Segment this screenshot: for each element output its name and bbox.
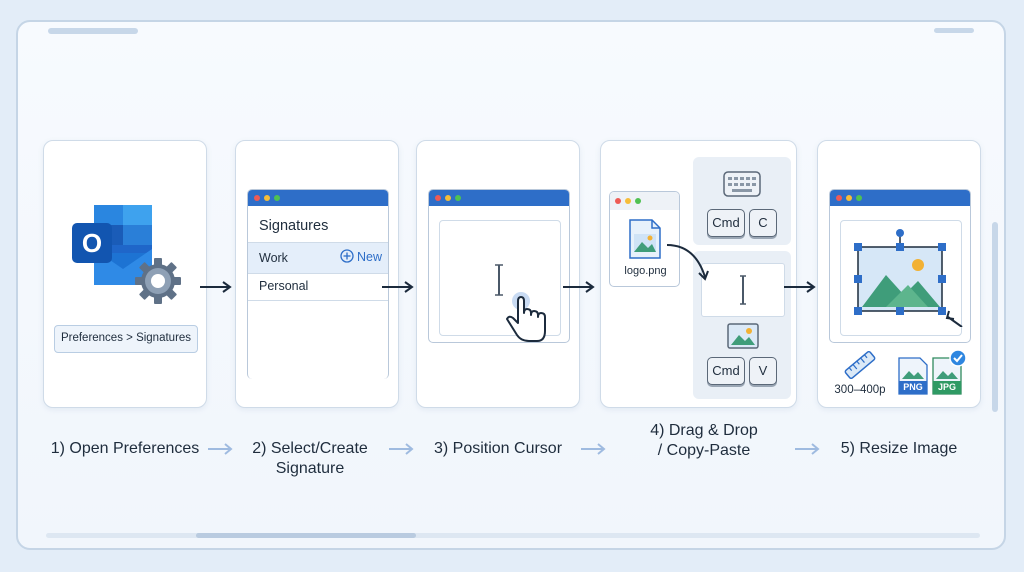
horizontal-scrollbar-thumb[interactable] <box>196 533 416 538</box>
step2-label: 2) Select/Create Signature <box>252 440 368 477</box>
new-signature-button[interactable]: New <box>339 249 382 264</box>
horizontal-scrollbar[interactable] <box>46 533 980 538</box>
step3-label: 3) Position Cursor <box>433 440 563 457</box>
step3-card <box>416 140 580 408</box>
label-arrow-3 <box>581 443 606 455</box>
copy-shortcut-panel: Cmd C <box>693 157 791 245</box>
preferences-menu-path[interactable]: Preferences > Signatures <box>54 325 198 353</box>
step4-card: logo.png Cmd C Cmd V <box>600 140 797 408</box>
step1-label: 1) Open Preferences <box>50 440 200 457</box>
signatures-title: Signatures <box>259 218 329 234</box>
step5-label: 5) Resize Image <box>840 440 958 457</box>
ruler-icon <box>844 351 876 379</box>
step4-label: 4) Drag & Drop / Copy-Paste <box>650 422 758 459</box>
label-arrow-2 <box>389 443 414 455</box>
window-titlebar <box>610 192 679 210</box>
label-arrow-4 <box>795 443 820 455</box>
step5-card: 300–400p PNG JPG <box>817 140 981 408</box>
cmd-key: Cmd <box>707 209 745 237</box>
keyboard-icon <box>723 171 761 197</box>
gear-icon <box>135 258 181 304</box>
drop-target-area[interactable] <box>701 263 785 317</box>
cmd-key: Cmd <box>707 357 745 385</box>
size-hint-label: 300–400p <box>834 384 886 396</box>
svg-text:O: O <box>82 228 102 258</box>
flow-arrow-2 <box>382 281 414 293</box>
signature-item-label: Personal <box>259 279 309 293</box>
diagonal-resize-icon <box>945 310 963 327</box>
image-icon <box>727 323 759 349</box>
flow-arrow-3 <box>563 281 595 293</box>
text-cursor-icon <box>495 264 503 296</box>
step1-card: O Preferences > Signatures <box>43 140 207 408</box>
step2-card: Signatures Work New Personal <box>235 140 399 408</box>
window-titlebar <box>248 190 388 206</box>
frame-tab-decoration <box>48 28 138 34</box>
window-titlebar <box>830 190 970 206</box>
file-window: logo.png <box>609 191 680 287</box>
resize-handles <box>854 243 946 315</box>
vertical-scrollbar[interactable] <box>992 222 998 412</box>
paste-shortcut-panel: Cmd V <box>693 251 791 399</box>
jpg-format-icon: JPG <box>932 357 962 395</box>
png-format-icon: PNG <box>898 357 928 395</box>
label-arrow-1 <box>208 443 233 455</box>
signature-text-area[interactable] <box>439 220 561 336</box>
signature-text-area[interactable] <box>840 220 962 336</box>
signature-item-work[interactable]: Work New <box>248 242 388 274</box>
checkmark-badge-icon <box>949 349 967 367</box>
resizable-image[interactable] <box>848 227 968 327</box>
flow-arrow-1 <box>200 281 232 293</box>
editor-window <box>428 189 570 343</box>
text-cursor-icon <box>740 275 746 305</box>
frame-tab-decoration-right <box>934 28 974 33</box>
file-name-label: logo.png <box>624 265 667 277</box>
signature-item-label: Work <box>259 251 288 265</box>
flow-arrow-4 <box>784 281 816 293</box>
hand-pointer-icon <box>495 264 546 342</box>
window-titlebar <box>429 190 569 206</box>
signature-item-personal[interactable]: Personal <box>248 272 388 301</box>
v-key: V <box>749 357 777 385</box>
outlook-app-icon: O <box>72 205 181 304</box>
image-file-icon <box>629 219 661 259</box>
signatures-window: Signatures Work New Personal <box>247 189 389 379</box>
plus-circle-icon <box>339 249 354 263</box>
c-key: C <box>749 209 777 237</box>
drag-arrow <box>666 244 709 281</box>
